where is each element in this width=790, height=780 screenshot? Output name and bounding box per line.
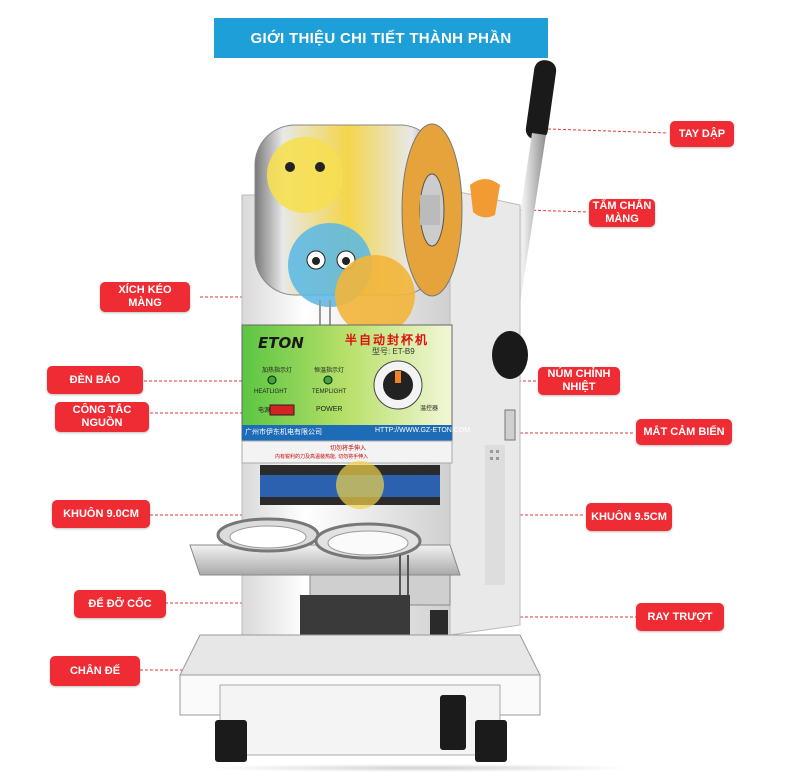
cup-sealing-machine-illustration xyxy=(179,60,557,762)
label-den-bao: ĐÈN BÁO xyxy=(47,366,143,394)
page-title: GIỚI THIỆU CHI TIẾT THÀNH PHẦN xyxy=(214,18,548,58)
label-mat-cam-bien: MẮT CẢM BIẾN xyxy=(636,419,732,445)
heat-light-label: HEATLIGHT xyxy=(254,389,288,395)
label-khuon-90: KHUÔN 9.0CM xyxy=(52,500,150,528)
line-tay-dap xyxy=(547,128,669,134)
label-tay-dap: TAY DẬP xyxy=(670,121,734,147)
panel-brand: ETON xyxy=(258,334,304,352)
label-xich-keo-mang: XÍCH KÉO MÀNG xyxy=(100,282,190,312)
label-num-chinh-nhiet: NÚM CHỈNH NHIỆT xyxy=(538,367,620,395)
panel-chinese-title: 半自动封杯机 xyxy=(345,333,430,347)
company-url: HTTP://WWW.GZ-ETON.COM xyxy=(375,427,471,434)
company-name: 广州市伊东机电有限公司 xyxy=(245,428,322,436)
label-khuon-95: KHUÔN 9.5CM xyxy=(586,503,672,531)
floor-shadow xyxy=(200,764,640,772)
warning-2: 内有锐利的刀及高温装热能, 切勿将手伸入 xyxy=(275,454,369,460)
temp-light-label: TEMPLIGHT xyxy=(312,389,347,395)
power-cn: 电源 xyxy=(258,407,271,414)
temp-light-cn: 恒温指示灯 xyxy=(314,367,345,374)
thermostat-label: 温控器 xyxy=(420,405,439,412)
power-label: POWER xyxy=(316,406,343,413)
warning-1: 切勿将手伸入 xyxy=(330,445,367,452)
film-shield-shape xyxy=(470,179,500,218)
label-cong-tac-nguon: CÔNG TẮC NGUỒN xyxy=(55,402,149,432)
label-chan-de: CHÂN ĐẾ xyxy=(50,656,140,686)
heat-light-cn: 加热指示灯 xyxy=(262,367,293,374)
panel-model: 型号: ET-B9 xyxy=(372,347,415,356)
label-de-do-coc: ĐẾ ĐỠ CỐC xyxy=(74,590,166,618)
label-tam-chan-mang: TẤM CHẮN MÀNG xyxy=(589,199,655,227)
handle-grip xyxy=(525,60,557,140)
label-ray-truot: RAY TRƯỢT xyxy=(636,603,724,631)
